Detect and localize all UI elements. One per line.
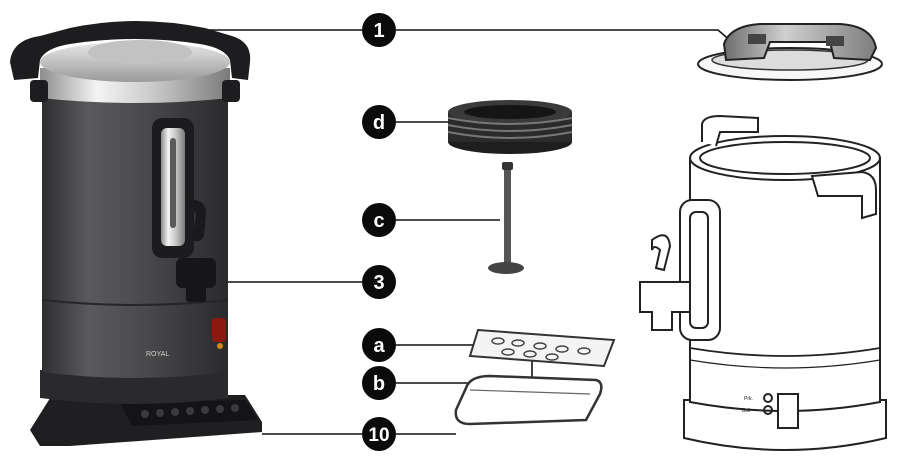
urn-lid-knob [88,40,192,64]
water-gauge-window [170,138,176,228]
urn-top-handle [10,21,251,80]
lid-drawing [697,23,883,81]
callout-c-label: c [373,210,384,232]
callout-d-label: d [373,112,385,134]
urn-photo: ROYAL [10,21,262,446]
callout-a: a [362,328,396,362]
callout-a-label: a [373,335,385,357]
callout-1: 1 [362,13,396,47]
part-c-stem [488,162,524,274]
line-urn-handle-left [701,114,759,147]
urn-side-handle-right [222,80,240,102]
line-urn-label-1: Prk. [744,396,753,402]
line-urn-light-2 [763,405,773,415]
line-urn-label-2: Boil [742,408,750,414]
indicator-light-amber [217,343,223,349]
drip-tray-holes [141,404,239,418]
tap-lever [186,199,206,242]
callout-3: 3 [362,265,396,299]
urn-lower-base [40,370,228,404]
leader-line-1 [205,29,733,43]
part-d-filter-ring [447,100,573,154]
callout-10-label: 10 [368,425,389,446]
urn-line-drawing [639,114,887,451]
brand-mark: ROYAL [146,351,169,358]
callout-d: d [362,105,396,139]
callout-b-label: b [373,373,385,395]
line-urn-light-1 [763,393,773,403]
line-urn-handle-right [810,170,877,220]
urn-side-handle-left [30,80,48,102]
leader-lines [205,29,733,435]
power-switch [212,318,226,342]
part-b-tray [454,374,603,426]
tap-spout [186,284,206,302]
callout-3-label: 3 [373,272,384,294]
callout-10: 10 [362,417,396,451]
line-urn-switch [777,393,799,429]
line-urn-gauge [679,199,721,341]
callouts: 1 d c 3 a b 10 [362,13,396,451]
line-urn-rim [689,135,881,181]
callout-1-label: 1 [373,20,384,42]
line-urn-tap [639,281,691,331]
part-a-filter-plate [468,328,616,368]
callout-c: c [362,203,396,237]
urn-body-seam [41,299,229,306]
tap-body [176,258,216,288]
callout-b: b [362,366,396,400]
